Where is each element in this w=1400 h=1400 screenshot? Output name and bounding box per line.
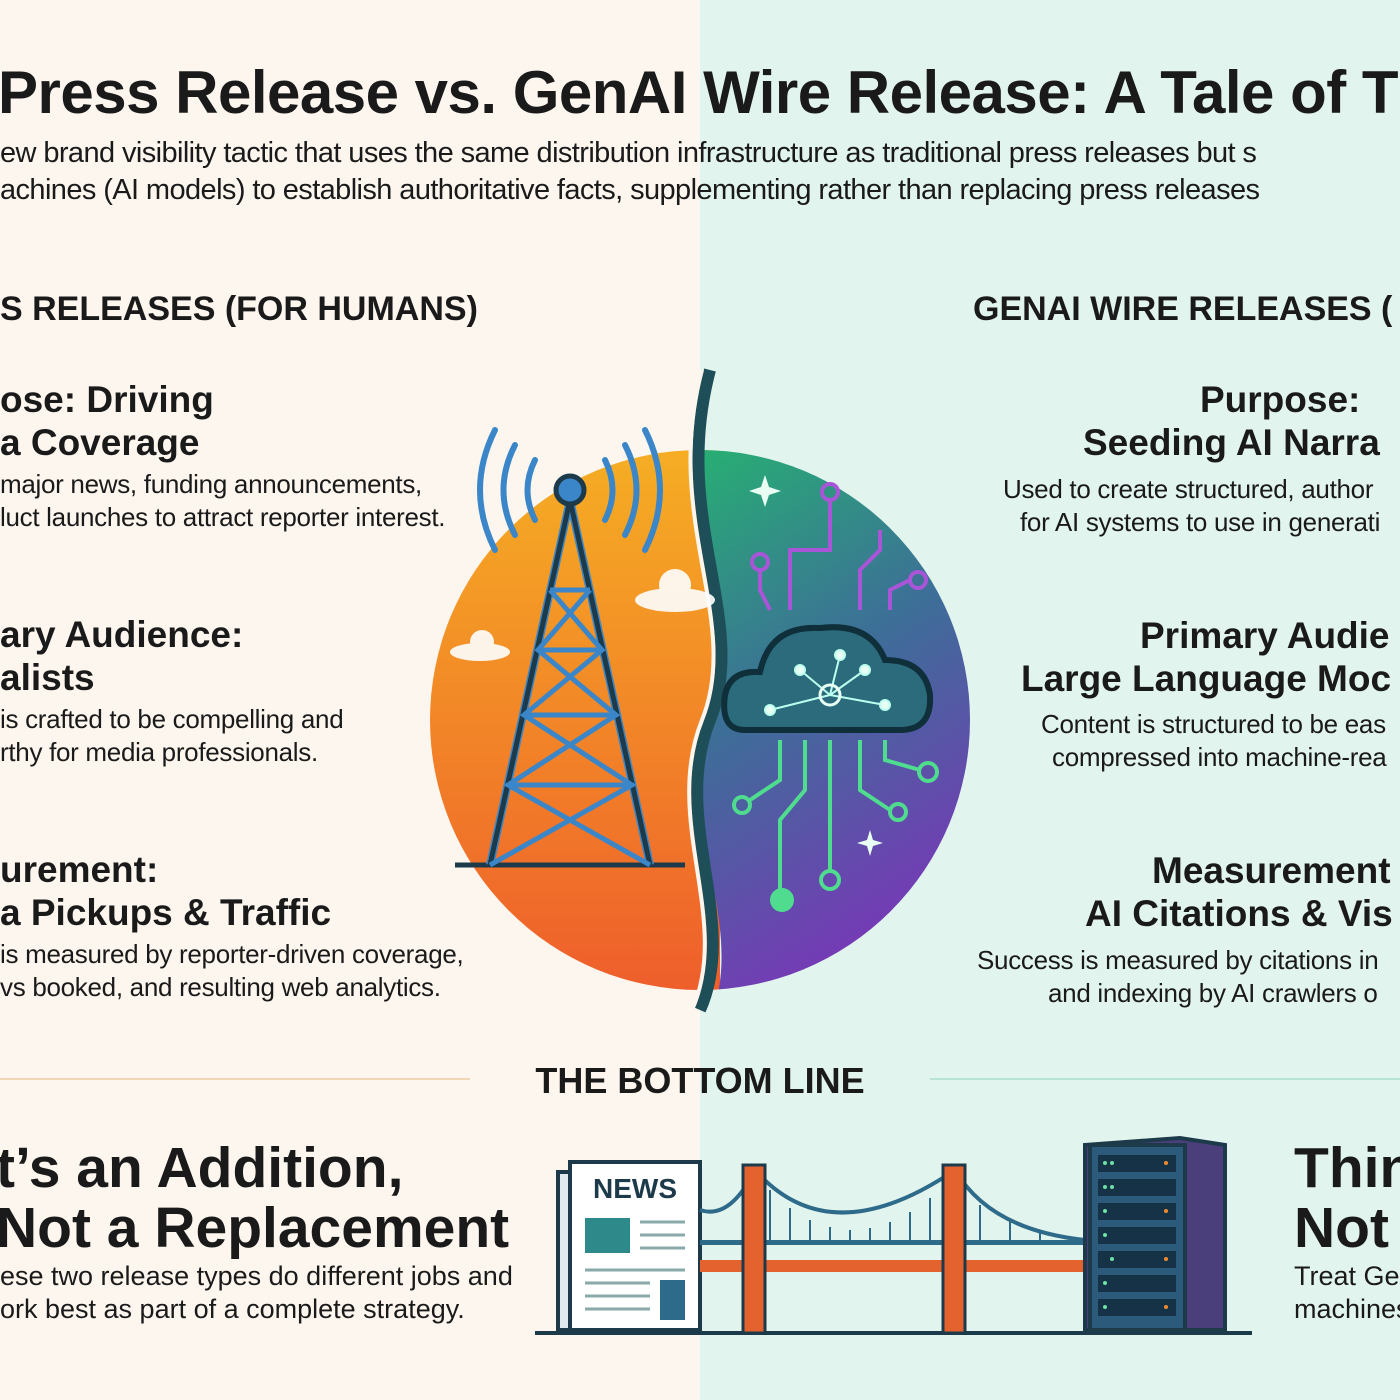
right-audience-heading-1: Primary Audie (1140, 615, 1390, 656)
right-purpose-heading-2: Seeding AI Narra (1083, 422, 1380, 463)
body: major news, funding announcements, (0, 469, 422, 499)
body: Treat Gen (1294, 1261, 1400, 1291)
tower-vs-ai-illustration (430, 368, 970, 1013)
newspaper-icon: NEWS (556, 1160, 702, 1332)
right-audience-body-2: compressed into machine-rea (1052, 742, 1387, 772)
divider-right (930, 1078, 1400, 1080)
news-label: NEWS (593, 1173, 677, 1204)
body: is crafted to be compelling and (0, 704, 344, 734)
body: is measured by reporter-driven coverage, (0, 939, 464, 969)
body: machines (1294, 1294, 1400, 1324)
body: rthy for media professionals. (0, 737, 318, 767)
page-title: Press Release vs. GenAI Wire Release: A … (0, 59, 1399, 126)
cloud-icons (450, 569, 715, 661)
heading: alists (0, 657, 95, 698)
wave-divider (691, 368, 728, 1013)
heading: ary Audience: (0, 614, 244, 655)
body: luct launches to attract reporter intere… (0, 502, 446, 532)
heading: ose: Driving (0, 379, 214, 420)
left-section-header: S RELEASES (FOR HUMANS) (0, 290, 478, 328)
body: ork best as part of a complete strategy. (0, 1294, 465, 1324)
heading: t’s an Addition, (0, 1136, 404, 1200)
bridge-illustration: NEWS (535, 1135, 1252, 1335)
right-audience-body-1: Content is structured to be eas (1041, 709, 1386, 739)
heading: a Pickups & Traffic (0, 892, 332, 933)
subtitle-line-2: achines (AI models) to establish authori… (0, 174, 1260, 206)
radio-tower-icon (455, 427, 685, 868)
heading: urement: (0, 849, 159, 890)
bridge-icon (699, 1163, 1086, 1335)
right-purpose-heading-1: Purpose: (1200, 379, 1361, 420)
right-measurement-heading-1: Measurement (1152, 850, 1391, 891)
right-measurement-heading-2: AI Citations & Vis (1085, 893, 1393, 934)
server-rack-icon (1083, 1135, 1227, 1332)
bottom-line-header: THE BOTTOM LINE (535, 1060, 865, 1101)
left-item-audience: ary Audience: alists is crafted to be co… (0, 613, 344, 769)
right-purpose-body-1: Used to create structured, author (1003, 474, 1374, 504)
right-measurement-body-1: Success is measured by citations in (977, 945, 1379, 975)
left-item-purpose: ose: Driving a Coverage major news, fund… (0, 378, 446, 534)
heading: Not (1294, 1196, 1389, 1260)
left-item-measurement: urement: a Pickups & Traffic is measured… (0, 848, 464, 1004)
bottom-right-block: Thin Not Treat Gen machines (1294, 1138, 1400, 1326)
body: vs booked, and resulting web analytics. (0, 972, 441, 1002)
heading: Thin (1294, 1136, 1400, 1200)
ai-cloud-network-icon (721, 475, 939, 912)
right-measurement-body-2: and indexing by AI crawlers o (1048, 978, 1378, 1008)
right-purpose-body-2: for AI systems to use in generati (1020, 507, 1381, 537)
heading: a Coverage (0, 422, 200, 463)
body: ese two release types do different jobs … (0, 1261, 513, 1291)
bottom-left-block: t’s an Addition, Not a Replacement ese t… (0, 1138, 513, 1326)
subtitle-line-1: ew brand visibility tactic that uses the… (0, 137, 1257, 169)
right-audience-heading-2: Large Language Moc (1021, 658, 1392, 699)
heading: Not a Replacement (0, 1196, 510, 1260)
divider-left (0, 1078, 470, 1080)
right-section-header: GENAI WIRE RELEASES ( (973, 290, 1393, 328)
